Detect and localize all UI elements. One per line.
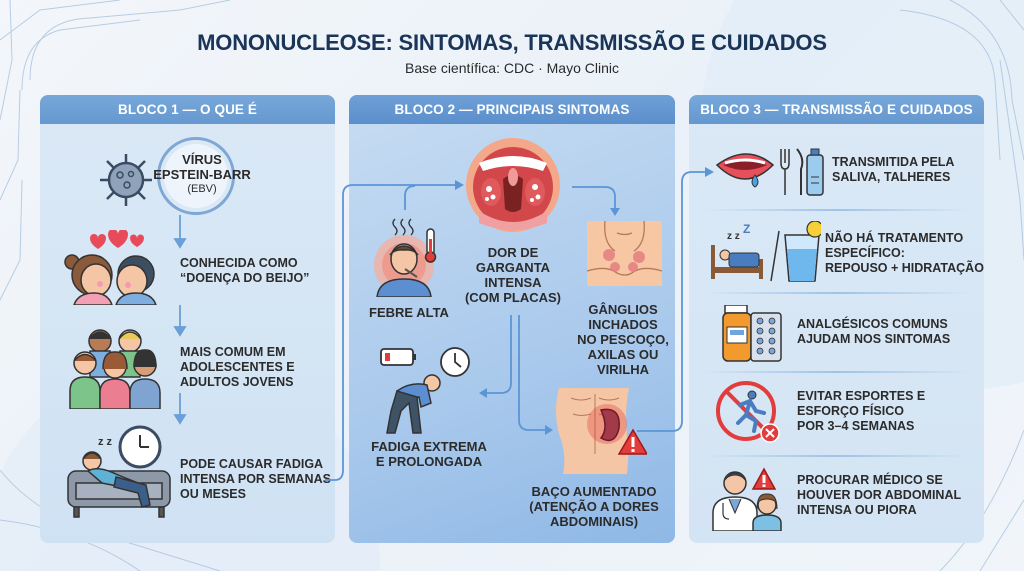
symptom-febre-label: FEBRE ALTA	[369, 305, 449, 320]
tired-person-couch-clock-icon: z z	[67, 425, 171, 518]
enlarged-spleen-warning-icon	[556, 388, 647, 474]
bloco1-item-3: PODE CAUSAR FADIGA INTENSA POR SEMANAS O…	[180, 457, 331, 501]
svg-text:z z: z z	[98, 436, 113, 448]
bloco3-item-2: NÃO HÁ TRATAMENTO ESPECÍFICO: REPOUSO + …	[825, 231, 984, 275]
virus-label-line1: VÍRUS	[182, 152, 222, 167]
bloco3-header: BLOCO 3 — TRANSMISSÃO E CUIDADOS	[689, 95, 984, 124]
divider	[704, 292, 969, 294]
swollen-neck-glands-icon	[587, 221, 662, 286]
bloco2-panel: BLOCO 2 — PRINCIPAIS SINTOMAS DOR DE GAR…	[349, 95, 675, 543]
fever-thermometer-icon	[374, 218, 437, 297]
bloco3-panel: BLOCO 3 — TRANSMISSÃO E CUIDADOS TRANSMI…	[689, 95, 984, 543]
symptom-baco-label: BAÇO AUMENTADO (ATENÇÃO A DORES ABDOMINA…	[529, 484, 659, 529]
page-subtitle: Base científica: CDC · Mayo Clinic	[405, 60, 619, 76]
virus-icon	[100, 154, 152, 206]
bloco1-item-2: MAIS COMUM EM ADOLESCENTES E ADULTOS JOV…	[180, 345, 295, 389]
divider	[704, 371, 969, 373]
doctor-warning-icon	[712, 467, 782, 531]
bloco1-item-1: CONHECIDA COMO “DOENÇA DO BEIJO”	[180, 256, 310, 285]
symptom-ganglios-label: GÂNGLIOS INCHADOS NO PESCOÇO, AXILAS OU …	[577, 302, 669, 377]
bloco1-flow-arrows	[173, 215, 187, 425]
bloco3-item-5: PROCURAR MÉDICO SE HOUVER DOR ABDOMINAL …	[797, 473, 962, 517]
virus-badge	[157, 137, 235, 215]
no-running-icon	[716, 381, 780, 443]
virus-label-line3: (EBV)	[187, 183, 217, 195]
svg-text:Z: Z	[743, 222, 750, 236]
symptom-fadiga-label: FADIGA EXTREMA E PROLONGADA	[371, 439, 487, 469]
bed-rest-water-icon: z z Z	[711, 221, 821, 282]
sore-throat-icon	[466, 138, 560, 232]
medicine-pills-icon	[722, 305, 782, 362]
bloco1-header: BLOCO 1 — O QUE É	[40, 95, 335, 124]
kissing-couple-icon	[64, 230, 157, 305]
bloco3-item-1: TRANSMITIDA PELA SALIVA, TALHERES	[832, 155, 955, 184]
symptom-garganta-label: DOR DE GARGANTA INTENSA (COM PLACAS)	[464, 245, 562, 305]
bloco1-panel: BLOCO 1 — O QUE É VÍRUS EPSTEIN-BARR (EB…	[40, 95, 335, 543]
divider	[704, 209, 969, 211]
bloco3-item-4: EVITAR ESPORTES E ESFORÇO FÍSICO POR 3–4…	[797, 389, 926, 433]
virus-label-line2: EPSTEIN-BARR	[153, 167, 251, 182]
exhausted-person-battery-icon	[380, 347, 470, 434]
bloco2-header: BLOCO 2 — PRINCIPAIS SINTOMAS	[349, 95, 675, 124]
bloco3-item-3: ANALGÉSICOS COMUNS AJUDAM NOS SINTOMAS	[797, 317, 951, 346]
svg-text:z z: z z	[727, 231, 740, 242]
page-title: MONONUCLEOSE: SINTOMAS, TRANSMISSÃO E CU…	[197, 30, 827, 55]
young-people-group-icon	[69, 329, 161, 409]
mouth-cutlery-bottle-icon	[715, 148, 824, 196]
divider	[704, 455, 969, 457]
